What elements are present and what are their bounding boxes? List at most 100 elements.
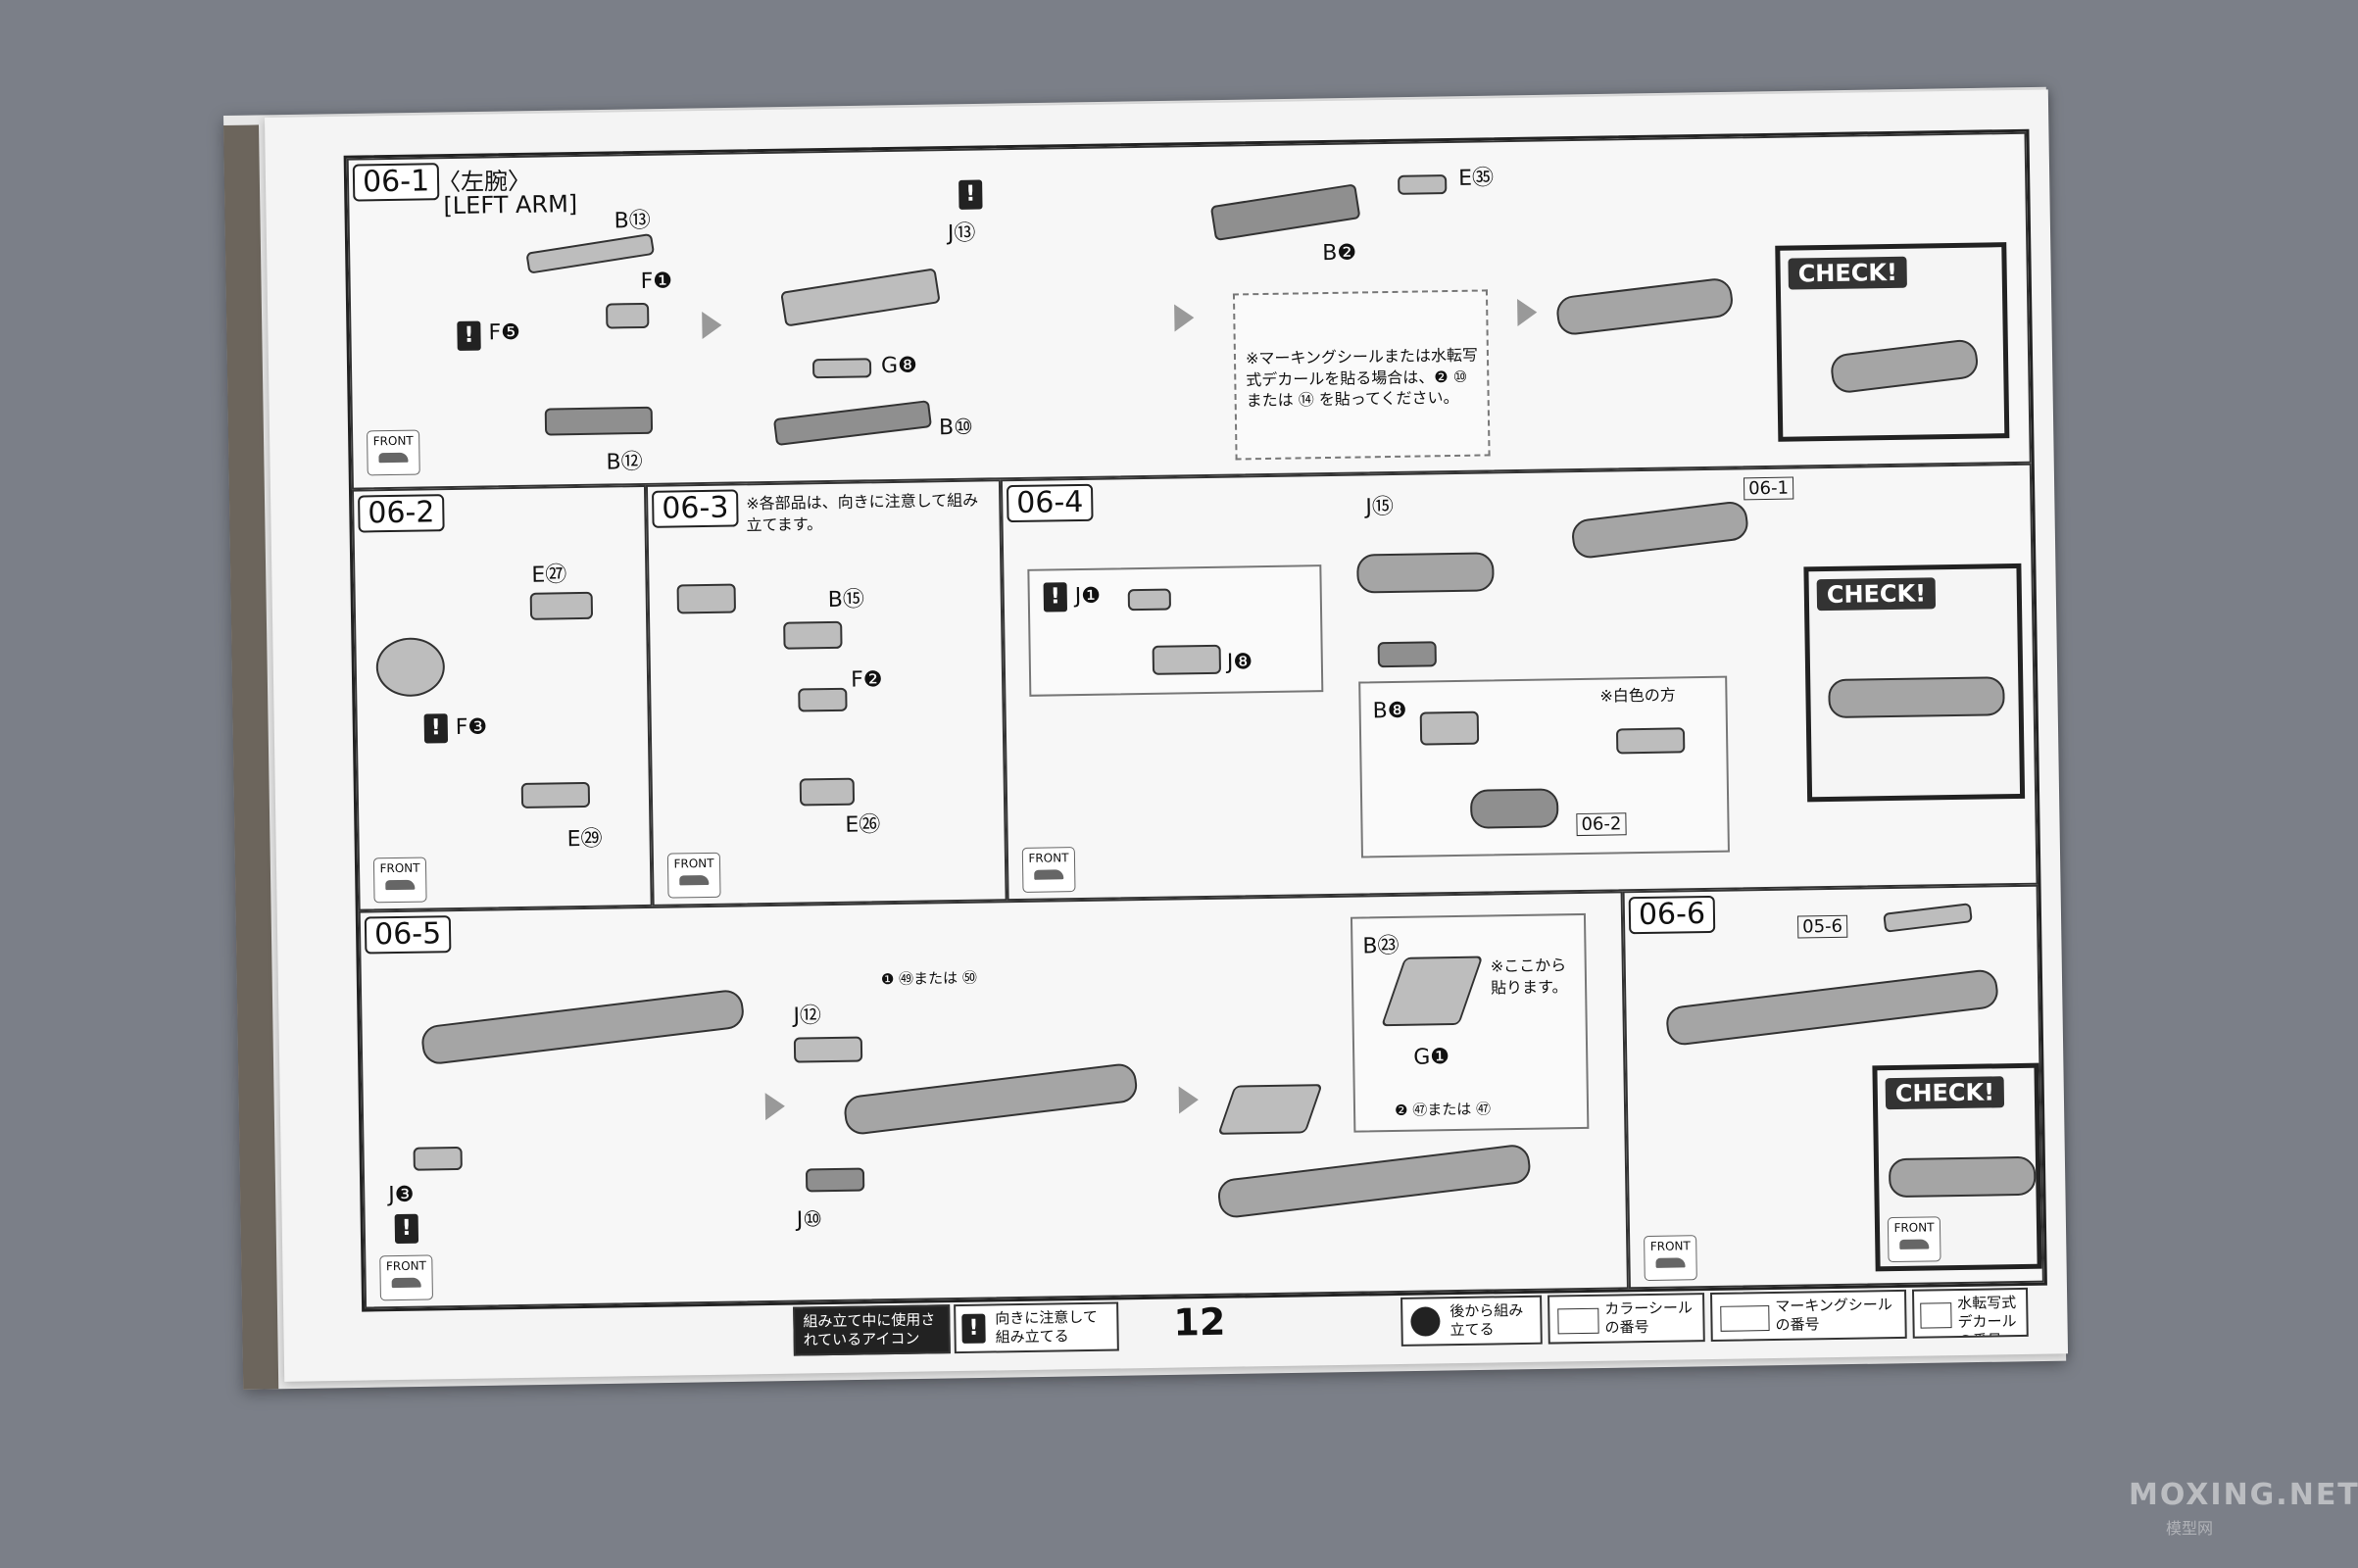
label-e26: E㉖ (845, 812, 881, 838)
arm-preview (1888, 1155, 2037, 1199)
step-arrow-icon (1178, 1086, 1200, 1114)
ref-05-6: 05-6 (1796, 914, 1848, 939)
warn-icon: ! (457, 320, 481, 351)
part-b15 (783, 620, 843, 650)
page-frame: 06-1 〈左腕〉 [LEFT ARM] B⑬ F❶ ! F❺ B⑫ FRONT… (343, 128, 2047, 1312)
label-j1: J❶ (1074, 583, 1102, 610)
ref-06-1: 06-1 (1743, 476, 1794, 501)
arm-from-06-1 (1570, 500, 1750, 561)
elbow-callout: B❽ ※白色の方 06-2 (1358, 675, 1730, 858)
part-upper-arm (780, 268, 941, 327)
check-box: CHECK! (1803, 563, 2026, 803)
part-elbow (1377, 641, 1437, 668)
arm-preview (1829, 337, 1981, 395)
arm-assembly (1664, 967, 2000, 1048)
part-b8 (1419, 710, 1480, 746)
label-j13: J⑬ (947, 220, 976, 247)
label-g1: G❶ (1413, 1045, 1450, 1070)
label-j10: J⑩ (796, 1207, 823, 1233)
step-number: 06-5 (364, 915, 452, 955)
panel-06-1: 06-1 〈左腕〉 [LEFT ARM] B⑬ F❶ ! F❺ B⑫ FRONT… (346, 131, 2032, 490)
part-e26 (799, 777, 856, 807)
check-label: CHECK! (1816, 577, 1937, 612)
step-number: 06-3 (652, 489, 739, 528)
label-f2: F❷ (850, 667, 883, 693)
label-e27: E㉗ (531, 563, 567, 588)
label-b23: B㉓ (1362, 933, 1400, 959)
label-f3: F❸ (455, 714, 488, 741)
label-j3: J❸ (388, 1182, 415, 1208)
part-j8 (1152, 644, 1222, 675)
front-indicator: FRONT (367, 429, 420, 476)
warn-icon: ! (394, 1213, 419, 1245)
watermark-sub: 模型网 (2166, 1519, 2214, 1538)
decal-note-1: ❶ ㊾または ㊿ (880, 968, 978, 989)
joint-callout: ! J❶ J❽ (1027, 564, 1324, 697)
warn-legend: ! 向きに注意して組み立てる (954, 1301, 1119, 1354)
arm-assembly (419, 988, 746, 1066)
panel-06-4: 06-4 ! J❶ J❽ J⑮ 06-1 B❽ ※白色の方 06-2 (1000, 463, 2039, 902)
warn-legend-text: 向きに注意して組み立てる (995, 1307, 1099, 1347)
label-e35: E㉟ (1457, 166, 1495, 191)
warn-icon: ! (423, 713, 449, 744)
arm-assembly-2 (842, 1061, 1140, 1137)
marking-seal-icon (1720, 1305, 1770, 1332)
marking-seal-text: マーキングシールの番号 (1775, 1296, 1892, 1334)
step-number: 06-2 (358, 494, 445, 533)
back-legend-text: 後から組み立てる (1449, 1300, 1524, 1339)
ref-06-2: 06-2 (1576, 812, 1627, 837)
front-indicator: FRONT (379, 1254, 433, 1301)
check-label: CHECK! (1885, 1076, 2005, 1110)
panel-06-2: 06-2 E㉗ ! F❸ E㉙ FRONT (351, 484, 653, 911)
label-f5: F❺ (488, 319, 521, 346)
part-b23 (1380, 956, 1484, 1027)
panel-06-6: 06-6 05-6 CHECK! FRONT FRONT (1622, 884, 2044, 1290)
step-arrow-icon (702, 311, 722, 340)
apply-from-note: ※ここから貼ります。 (1490, 956, 1568, 998)
arm-joint-assembly (1356, 552, 1495, 594)
front-indicator: FRONT (1021, 847, 1076, 893)
warn-icon: ! (1043, 582, 1068, 612)
step-number: 06-4 (1006, 483, 1094, 523)
front-indicator: FRONT (372, 857, 427, 904)
color-seal-legend: カラーシールの番号 (1547, 1293, 1705, 1345)
part-j1 (1127, 588, 1172, 612)
part-forearm (1209, 183, 1361, 242)
arm-assembly (1554, 276, 1735, 337)
check-box: CHECK! FRONT (1872, 1062, 2042, 1272)
front-indicator: FRONT (1887, 1216, 1941, 1263)
color-seal-text: カラーシールの番号 (1604, 1298, 1694, 1337)
part-joint (375, 637, 446, 698)
part-shield (1217, 1084, 1323, 1135)
part-spike (1883, 903, 1973, 933)
label-b12: B⑫ (606, 449, 643, 475)
warn-icon: ! (958, 179, 983, 210)
page-number: 12 (1173, 1299, 1226, 1345)
step-arrow-icon (1174, 304, 1195, 332)
sticker-note: ※マーキングシールまたは水転写式デカールを貼る場合は、❷ ⑩または ⑭ を貼って… (1245, 345, 1479, 411)
icons-used-label: 組み立て中に使用されているアイコン (793, 1304, 951, 1356)
water-decal-legend: 水転写式デカールの番号 (1911, 1287, 2029, 1339)
instruction-page: 06-1 〈左腕〉 [LEFT ARM] B⑬ F❶ ! F❺ B⑫ FRONT… (265, 89, 2069, 1382)
part-b13 (525, 232, 656, 274)
part-e29 (520, 781, 591, 808)
label-b8: B❽ (1372, 698, 1407, 724)
marking-seal-legend: マーキングシールの番号 (1710, 1289, 1907, 1342)
white-side-note: ※白色の方 (1599, 685, 1676, 706)
back-legend: 後から組み立てる (1400, 1295, 1543, 1347)
watermark-logo: MOXING.NET (2129, 1478, 2358, 1512)
water-decal-icon (1920, 1302, 1952, 1329)
part-b10 (772, 400, 933, 447)
step-arrow-icon (764, 1092, 786, 1121)
check-box: CHECK! (1775, 242, 2010, 442)
arm-assembly-3 (1215, 1143, 1533, 1220)
part-e27 (529, 591, 594, 620)
part-e35 (1398, 174, 1448, 195)
step-arrow-icon (1517, 298, 1538, 326)
panel-06-3: 06-3 ※各部品は、向きに注意して組み立てます。 B⑮ F❷ E㉖ FRONT (645, 479, 1007, 906)
orientation-note: ※各部品は、向きに注意して組み立てます。 (746, 490, 979, 534)
label-b2: B❷ (1322, 240, 1357, 267)
section-title-en: [LEFT ARM] (443, 189, 578, 220)
sticker-callout: ※マーキングシールまたは水転写式デカールを貼る場合は、❷ ⑩または ⑭ を貼って… (1232, 289, 1491, 461)
label-j8: J❽ (1226, 650, 1253, 675)
